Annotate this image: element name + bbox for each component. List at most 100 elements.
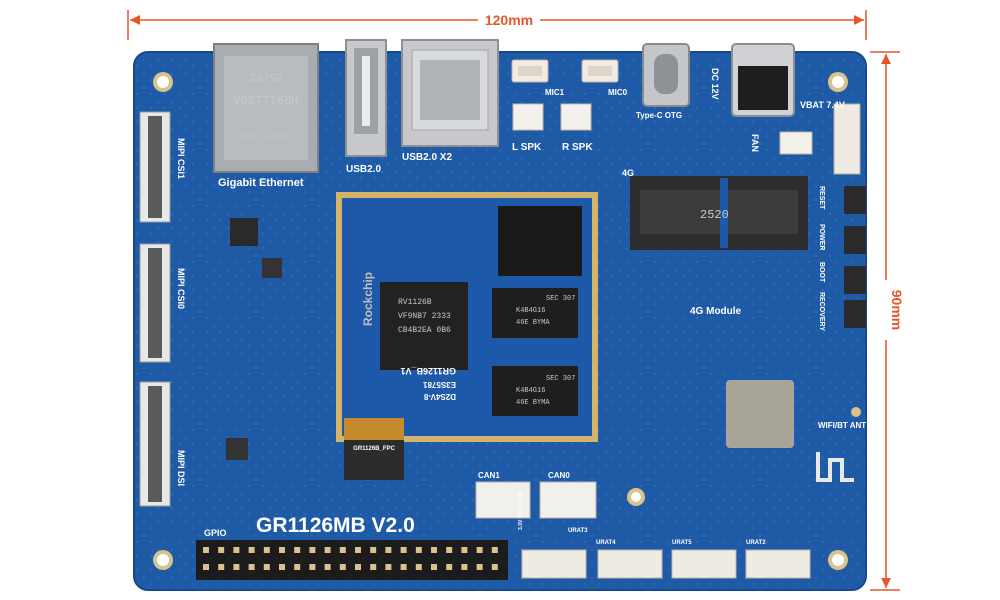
gpio-pin bbox=[491, 564, 498, 570]
width-label: 120mm bbox=[485, 12, 533, 28]
can0-label: CAN0 bbox=[548, 471, 570, 480]
ethernet-phy-chip bbox=[230, 218, 258, 246]
gpio-pin bbox=[294, 547, 301, 553]
reset-label: RESET bbox=[818, 186, 825, 210]
svg-text:SEC 307: SEC 307 bbox=[546, 295, 575, 303]
usb20-label: USB2.0 bbox=[346, 164, 381, 175]
gpio-pin bbox=[218, 547, 225, 553]
svg-text:25/02: 25/02 bbox=[249, 70, 282, 82]
rspk-label: R SPK bbox=[562, 142, 593, 153]
mipi-csi1-connector bbox=[139, 111, 171, 223]
can0-connector bbox=[539, 481, 597, 519]
width-dimension: 120mm bbox=[127, 10, 867, 40]
gpio-pin bbox=[324, 564, 331, 570]
wifi-module bbox=[726, 380, 794, 448]
fan-label: FAN bbox=[750, 134, 760, 152]
gpio-header bbox=[196, 540, 508, 580]
gpio-pin bbox=[461, 564, 468, 570]
gpio-pin bbox=[324, 547, 331, 553]
gpio-pin bbox=[491, 547, 498, 553]
recovery-label: RECOVERY bbox=[818, 292, 825, 331]
lspk-connector bbox=[512, 103, 544, 131]
gigabit-ethernet-label: Gigabit Ethernet bbox=[218, 177, 304, 189]
mic0-label: MIC0 bbox=[608, 88, 628, 97]
gpio-pin bbox=[294, 564, 301, 570]
gpio-pin bbox=[476, 547, 483, 553]
gpio-pin bbox=[431, 564, 437, 570]
pcb-antenna bbox=[816, 452, 854, 482]
gpio-pin bbox=[400, 547, 407, 553]
uart3-label: URAT3 bbox=[568, 528, 588, 534]
gpio-pin bbox=[248, 564, 255, 570]
gpio-pin bbox=[370, 564, 377, 570]
height-label: 90mm bbox=[889, 290, 905, 330]
mipi-csi0-label: MIPI CSI0 bbox=[176, 268, 186, 309]
dc-label: DC 12V bbox=[710, 68, 720, 100]
gpio-pin bbox=[233, 564, 240, 570]
memory-chip bbox=[492, 288, 578, 338]
boot-label: BOOT bbox=[818, 262, 825, 283]
gpio-pin bbox=[203, 564, 209, 570]
svg-text:GR1126B_V1: GR1126B_V1 bbox=[400, 366, 456, 376]
board-name: GR1126MB V2.0 bbox=[256, 514, 415, 537]
mipi-csi0-connector bbox=[139, 243, 171, 363]
uart2-label: URAT2 bbox=[746, 540, 766, 546]
fpc-cable: GR1126B_FPC bbox=[344, 418, 404, 480]
svg-text:K4B4G16: K4B4G16 bbox=[516, 307, 545, 315]
mipi-dsi-label: MIPI DSI bbox=[176, 450, 186, 486]
uart-connectors bbox=[521, 549, 811, 579]
gpio-pin bbox=[476, 564, 483, 570]
uart4-label: URAT4 bbox=[596, 540, 616, 546]
soc-chip bbox=[380, 282, 468, 370]
can1-label: CAN1 bbox=[478, 471, 500, 480]
svg-text:GR1126B_FPC: GR1126B_FPC bbox=[353, 446, 395, 452]
lspk-label: L SPK bbox=[512, 142, 542, 153]
mipi-dsi-connector bbox=[139, 381, 171, 507]
slot-4g-label: 4G bbox=[622, 168, 634, 178]
gpio-pin bbox=[446, 547, 453, 553]
gpio-pin bbox=[415, 547, 422, 553]
rspk-connector bbox=[560, 103, 592, 131]
mounting-holes bbox=[153, 72, 848, 570]
gpio-pin bbox=[339, 564, 346, 570]
inductor bbox=[262, 258, 282, 278]
gpio-pin bbox=[385, 547, 392, 553]
gpio-pin bbox=[203, 547, 209, 553]
uart-pins-label: 3.3V TX RX GND bbox=[518, 491, 524, 530]
typec-label: Type-C OTG bbox=[636, 111, 682, 120]
mic0-connector bbox=[581, 59, 619, 83]
wifi-label: WIFI/BT ANT bbox=[818, 421, 866, 430]
svg-text:RV1126B: RV1126B bbox=[398, 298, 432, 307]
power-label: POWER bbox=[818, 224, 825, 250]
gpio-pin bbox=[400, 564, 407, 570]
gpio-pin bbox=[263, 547, 270, 553]
fan-connector bbox=[779, 131, 813, 155]
side-buttons bbox=[844, 186, 866, 328]
gpio-pin bbox=[263, 564, 270, 570]
mic1-connector bbox=[511, 59, 549, 83]
usb-dual-port bbox=[401, 39, 499, 147]
gpio-pin bbox=[446, 564, 453, 570]
typec-port bbox=[642, 43, 690, 107]
mipi-csi1-label: MIPI CSI1 bbox=[176, 138, 186, 179]
svg-text:SEC 307: SEC 307 bbox=[546, 375, 575, 383]
minipcie-slot: 2520 bbox=[630, 176, 808, 250]
som-chip-top bbox=[498, 206, 582, 276]
can1-connector bbox=[475, 481, 531, 519]
vbat-label: VBAT 7.4V bbox=[800, 100, 845, 110]
height-dimension: 90mm bbox=[870, 51, 905, 591]
gpio-pin bbox=[415, 564, 422, 570]
svg-text:HanRun: HanRun bbox=[239, 129, 293, 145]
svg-text:E3S5781: E3S5781 bbox=[423, 380, 456, 389]
svg-text:VF9NB7 2333: VF9NB7 2333 bbox=[398, 312, 451, 321]
svg-text:K4B4G16: K4B4G16 bbox=[516, 387, 545, 395]
gpio-label: GPIO bbox=[204, 528, 227, 538]
usb-port bbox=[345, 39, 387, 157]
gpio-pin bbox=[355, 564, 361, 570]
svg-text:D2S4V-8: D2S4V-8 bbox=[423, 392, 456, 401]
gpio-pin bbox=[309, 564, 316, 570]
inductor-2 bbox=[226, 438, 248, 460]
gpio-pin bbox=[279, 547, 285, 553]
gpio-pin bbox=[279, 564, 285, 570]
gpio-pin bbox=[248, 547, 255, 553]
